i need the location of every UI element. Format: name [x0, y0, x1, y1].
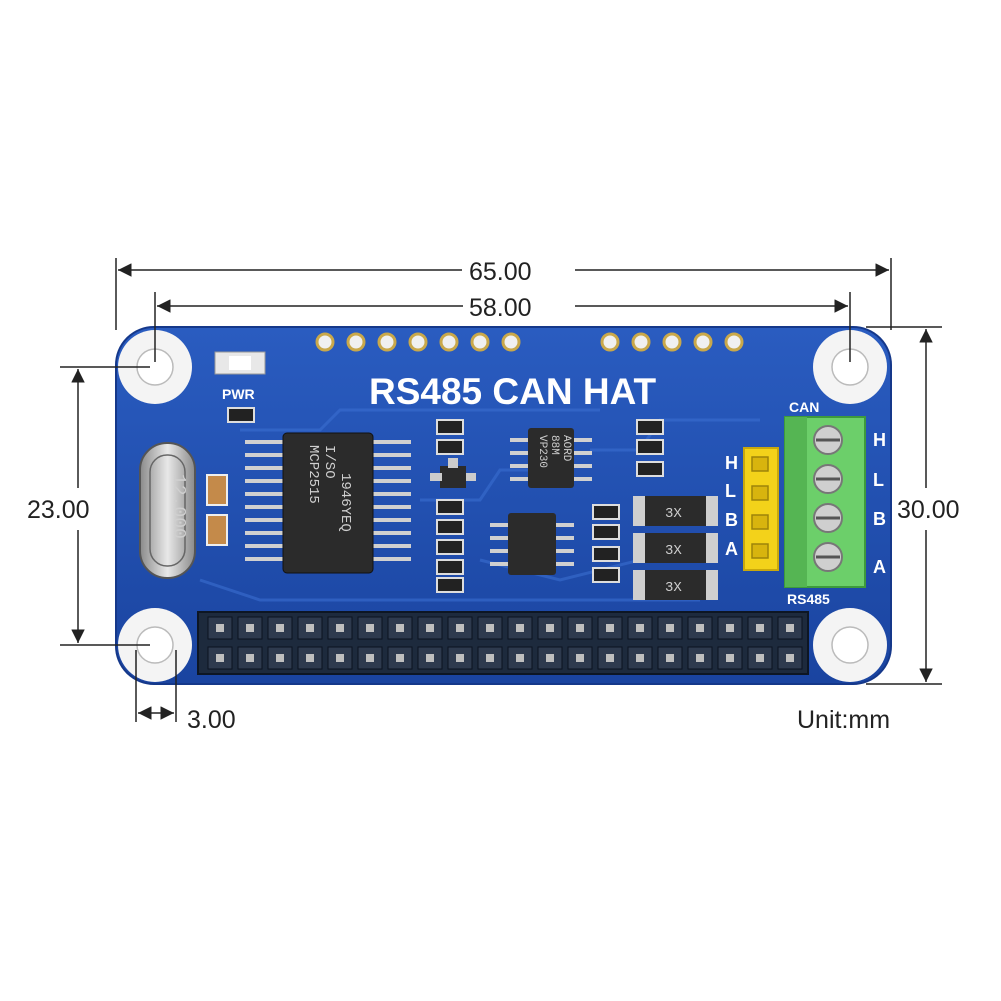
gpio-pin — [276, 654, 284, 662]
gpio-pin — [726, 654, 734, 662]
overall-height-value: 30.00 — [897, 496, 960, 524]
gpio-pin — [576, 654, 584, 662]
pwr-label: PWR — [222, 386, 255, 402]
rs485-pin-h: H — [725, 453, 738, 473]
gpio-pin — [546, 654, 554, 662]
resistor-column — [436, 419, 464, 593]
terminal-screws — [813, 425, 843, 572]
unit-label: Unit:mm — [797, 706, 890, 734]
gpio-pin — [306, 654, 314, 662]
mcp2515-chip: MCP2515 I/SO 1946YEQ — [245, 432, 411, 574]
board-title: RS485 CAN HAT — [369, 371, 657, 412]
pwr-resistor — [227, 407, 255, 423]
gpio-pin — [246, 654, 254, 662]
gpio-pin — [606, 654, 614, 662]
gpio-header — [197, 611, 809, 675]
dimension-hole-spacing-y: 23.00 — [27, 366, 150, 646]
mounting-hole-bottom-right — [813, 608, 887, 682]
crystal-marking: 12.000 — [168, 474, 188, 539]
gpio-pin — [786, 654, 794, 662]
gpio-pin — [396, 654, 404, 662]
mcp2515-line-2: I/SO — [321, 445, 337, 479]
gpio-pin — [786, 624, 794, 632]
rs485-label: RS485 — [787, 591, 830, 607]
top-pad-row — [315, 332, 744, 352]
dimension-hole-edge-offset: 3.00 — [135, 650, 236, 734]
hole-edge-offset-value: 3.00 — [187, 706, 236, 734]
transceiver-chip: VP230 88M AORD — [510, 428, 592, 488]
gpio-pin — [216, 654, 224, 662]
mcp2515-line-3: 1946YEQ — [337, 473, 353, 532]
tvs-diodes: 3X 3X 3X — [633, 496, 718, 600]
transceiver-line-3: AORD — [560, 435, 572, 462]
gpio-pin — [666, 654, 674, 662]
gpio-pin — [666, 624, 674, 632]
diode-3-marking: 3X — [665, 580, 682, 596]
can-pin-labels: H L B A — [873, 430, 886, 577]
gpio-pin — [696, 624, 704, 632]
gpio-pin — [696, 654, 704, 662]
rs485-pin-a: A — [725, 539, 738, 559]
gpio-pin — [486, 654, 494, 662]
gpio-pin — [516, 624, 524, 632]
gpio-pin — [756, 654, 764, 662]
rs485-pin-l: L — [725, 481, 736, 501]
diode-1-marking: 3X — [665, 506, 682, 522]
rs485-chip — [490, 513, 574, 575]
crystal-capacitors — [206, 474, 228, 546]
gpio-pin — [426, 624, 434, 632]
transceiver-line-2: 88M — [548, 435, 560, 455]
gpio-pin — [756, 624, 764, 632]
dimension-hole-spacing-x: 58.00 — [154, 292, 851, 362]
overall-width-value: 65.00 — [469, 258, 532, 286]
dimension-overall-width: 65.00 — [115, 258, 892, 330]
hole-spacing-x-value: 58.00 — [469, 294, 532, 322]
gpio-pin — [606, 624, 614, 632]
gpio-pin — [546, 624, 554, 632]
gpio-pin — [456, 624, 464, 632]
gpio-pin — [516, 654, 524, 662]
rs485-pin-labels: H L B A — [725, 453, 738, 559]
can-label: CAN — [789, 399, 819, 415]
rs485-pin-b: B — [725, 510, 738, 530]
gpio-pin — [306, 624, 314, 632]
gpio-pin — [426, 654, 434, 662]
hole-spacing-y-value: 23.00 — [27, 496, 90, 524]
gpio-pin — [636, 654, 644, 662]
can-pin-h: H — [873, 430, 886, 450]
dimension-overall-height: 30.00 — [866, 326, 960, 685]
can-screw-terminal — [784, 416, 866, 588]
can-pin-l: L — [873, 470, 884, 490]
rs485-pin-header — [743, 447, 779, 571]
mcp2515-line-1: MCP2515 — [305, 445, 321, 504]
gpio-pin — [726, 624, 734, 632]
diode-2-marking: 3X — [665, 543, 682, 559]
can-pin-a: A — [873, 557, 886, 577]
gpio-pin — [636, 624, 644, 632]
gpio-pin — [336, 654, 344, 662]
gpio-pin — [246, 624, 254, 632]
gpio-pin — [336, 624, 344, 632]
gpio-pin — [396, 624, 404, 632]
gpio-pin — [366, 654, 374, 662]
can-pin-b: B — [873, 509, 886, 529]
gpio-pin — [576, 624, 584, 632]
gpio-pin — [276, 624, 284, 632]
crystal-oscillator: 12.000 — [139, 442, 196, 579]
resistor-group-right — [592, 419, 664, 583]
mounting-hole-top-right — [813, 330, 887, 404]
transistor — [430, 458, 476, 488]
transceiver-line-1: VP230 — [536, 435, 548, 468]
pwr-led — [214, 351, 266, 375]
gpio-pin — [456, 654, 464, 662]
gpio-pin — [366, 624, 374, 632]
gpio-pin — [216, 624, 224, 632]
mounting-hole-top-left — [118, 330, 192, 404]
gpio-pin — [486, 624, 494, 632]
